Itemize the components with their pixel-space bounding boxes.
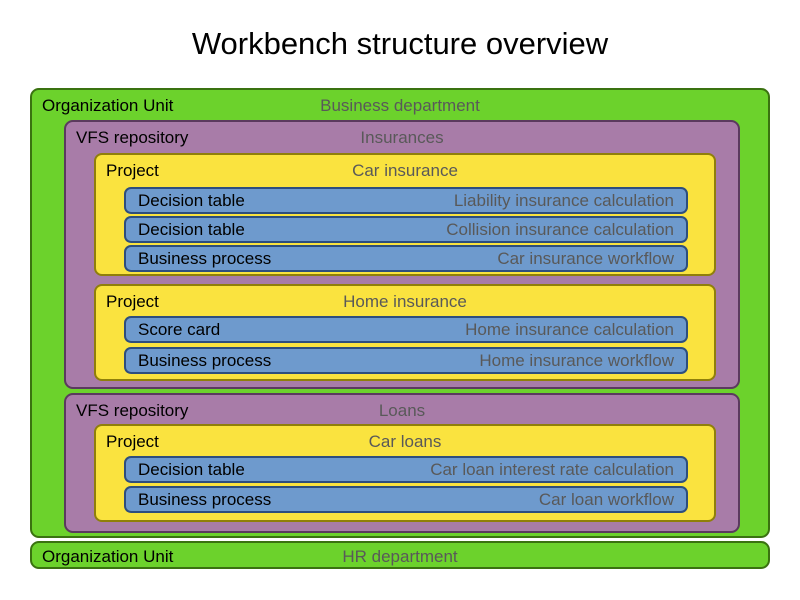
asset-row-liability-insurance: Decision table Liability insurance calcu…	[124, 187, 688, 214]
asset-name-label: Car insurance workflow	[497, 248, 674, 268]
asset-type-label: Score card	[138, 319, 221, 339]
project-name-label: Home insurance	[343, 291, 467, 311]
project-car-loans-header: Project Car loans	[96, 426, 714, 457]
asset-name-label: Car loan workflow	[538, 489, 674, 509]
project-name-label: Car insurance	[352, 160, 458, 180]
asset-name-label: Home insurance calculation	[465, 319, 674, 339]
project-car-loans-box: Project Car loans Decision table Car loa…	[94, 424, 716, 522]
asset-row-collision-insurance: Decision table Collision insurance calcu…	[124, 216, 688, 243]
asset-name-label: Collision insurance calculation	[446, 219, 674, 239]
asset-row-home-insurance-calculation: Score card Home insurance calculation	[124, 316, 688, 343]
asset-name-label: Home insurance workflow	[479, 350, 674, 370]
asset-row-car-loan-workflow: Business process Car loan workflow	[124, 486, 688, 513]
org-unit-business-header: Organization Unit Business department	[32, 90, 768, 121]
project-home-insurance-header: Project Home insurance	[96, 286, 714, 317]
repository-insurances-box: VFS repository Insurances Project Car in…	[64, 120, 740, 389]
project-car-insurance-box: Project Car insurance Decision table Lia…	[94, 153, 716, 276]
repository-name-label: Loans	[378, 400, 426, 420]
org-unit-name-label: HR department	[342, 547, 458, 566]
repository-loans-box: VFS repository Loans Project Car loans D…	[64, 393, 740, 533]
asset-name-label: Car loan interest rate calculation	[430, 459, 674, 479]
project-home-insurance-box: Project Home insurance Score card Home i…	[94, 284, 716, 381]
asset-type-label: Business process	[138, 489, 272, 509]
org-unit-type-label: Organization Unit	[42, 95, 174, 115]
asset-type-label: Decision table	[138, 190, 245, 210]
org-unit-business-box: Organization Unit Business department VF…	[30, 88, 770, 538]
project-type-label: Project	[106, 160, 159, 180]
asset-row-car-insurance-workflow: Business process Car insurance workflow	[124, 245, 688, 272]
asset-name-label: Liability insurance calculation	[453, 190, 674, 210]
asset-type-label: Decision table	[138, 219, 245, 239]
project-name-label: Car loans	[368, 431, 442, 451]
asset-type-label: Decision table	[138, 459, 245, 479]
repository-type-label: VFS repository	[76, 127, 189, 147]
repository-insurances-header: VFS repository Insurances	[66, 122, 738, 153]
asset-row-car-loan-interest: Decision table Car loan interest rate ca…	[124, 456, 688, 483]
asset-row-home-insurance-workflow: Business process Home insurance workflow	[124, 347, 688, 374]
org-unit-name-label: Business department	[320, 95, 480, 115]
repository-loans-header: VFS repository Loans	[66, 395, 738, 426]
org-unit-hr-box: Organization Unit HR department	[30, 541, 770, 569]
project-car-insurance-header: Project Car insurance	[96, 155, 714, 186]
project-type-label: Project	[106, 431, 159, 451]
project-type-label: Project	[106, 291, 159, 311]
org-unit-hr-header: Organization Unit HR department	[32, 543, 768, 571]
asset-type-label: Business process	[138, 350, 272, 370]
diagram-title: Workbench structure overview	[191, 26, 609, 61]
asset-type-label: Business process	[138, 248, 272, 268]
repository-name-label: Insurances	[360, 127, 444, 147]
org-unit-type-label: Organization Unit	[42, 547, 174, 566]
repository-type-label: VFS repository	[76, 400, 189, 420]
